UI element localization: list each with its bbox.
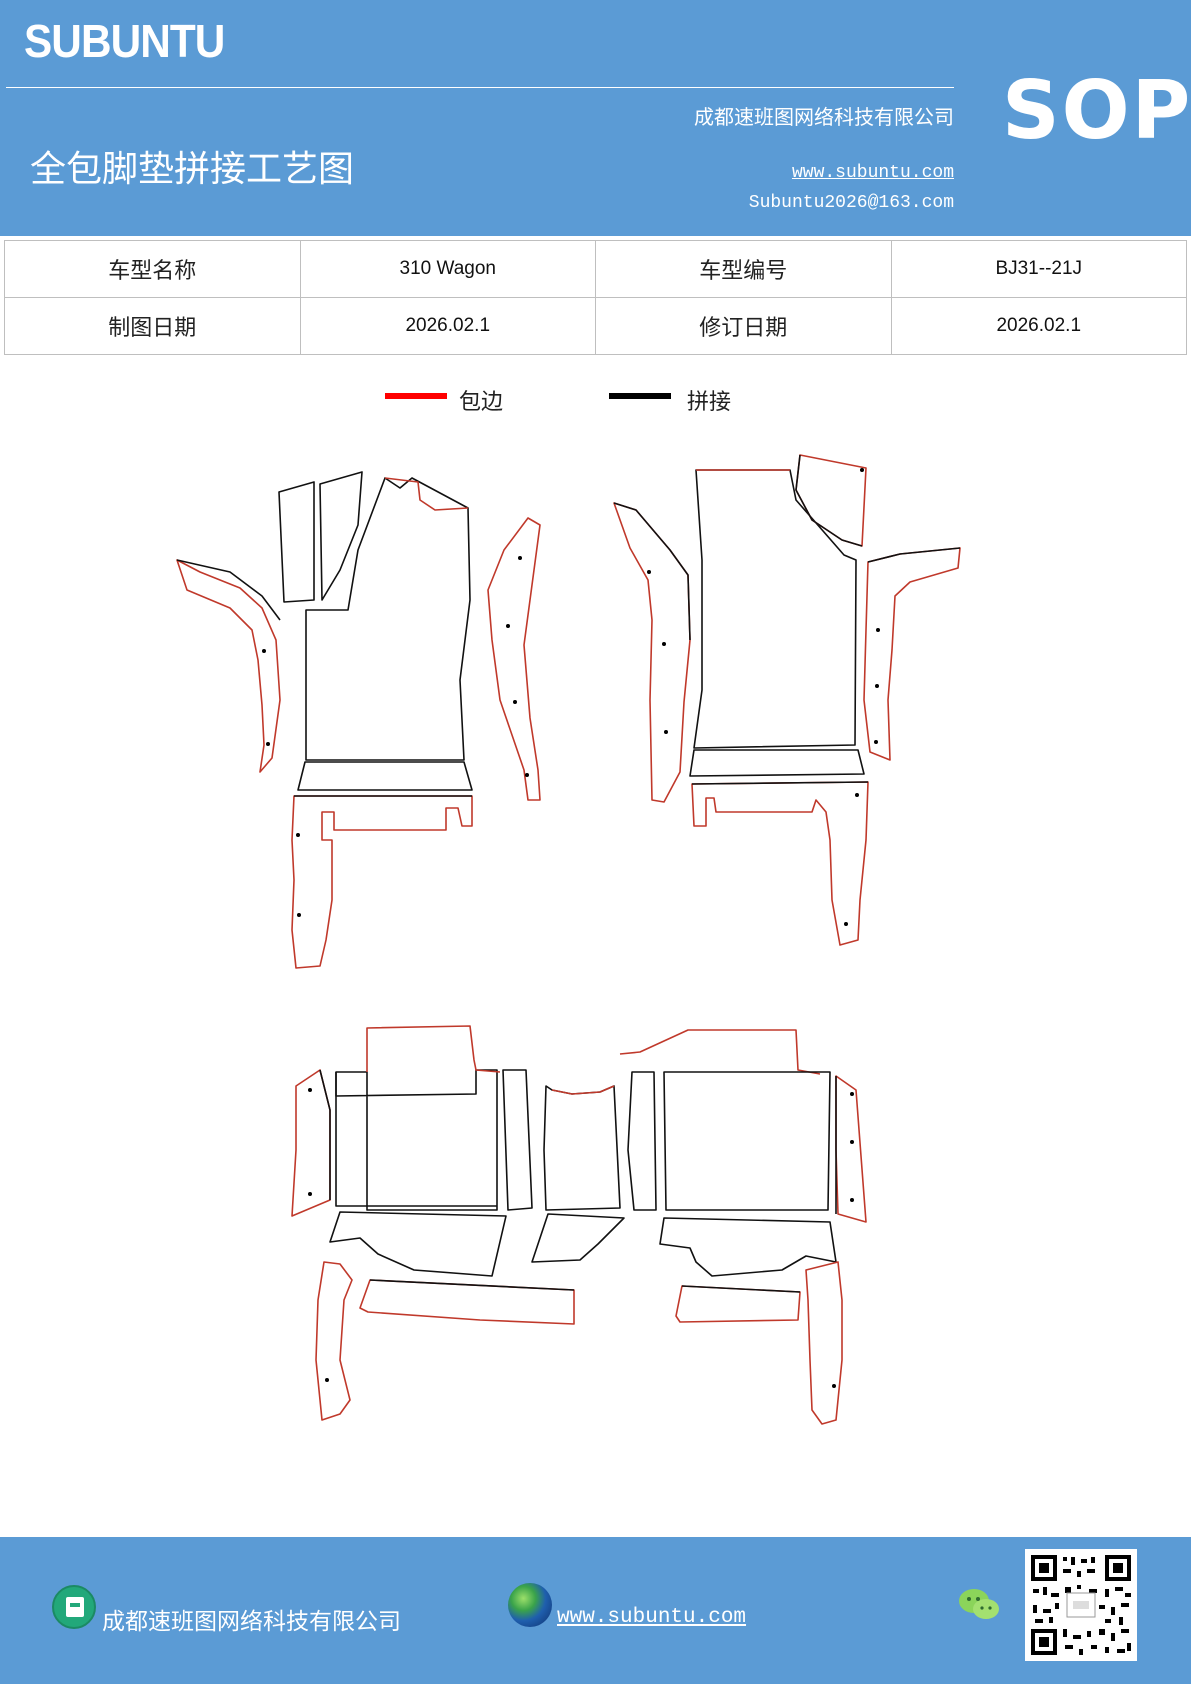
mark-dot bbox=[855, 793, 859, 797]
header-divider bbox=[6, 87, 954, 88]
mark-dot bbox=[874, 740, 878, 744]
rear-right-narrow-strip bbox=[627, 1071, 657, 1211]
mark-dot bbox=[647, 570, 651, 574]
wechat-icon[interactable] bbox=[957, 1585, 1001, 1625]
mark-dot bbox=[506, 624, 510, 628]
passenger-side-strip bbox=[863, 547, 961, 761]
document-title: 全包脚垫拼接工艺图 bbox=[30, 149, 355, 190]
table-row: 制图日期 2026.02.1 修订日期 2026.02.1 bbox=[4, 297, 1187, 355]
table-row: 车型名称 310 Wagon 车型编号 BJ31--21J bbox=[4, 240, 1187, 298]
mark-dot bbox=[262, 649, 266, 653]
draw-date-label: 制图日期 bbox=[4, 297, 301, 355]
rear-left-bottom-long-join bbox=[369, 1279, 575, 1291]
passenger-rear-strip-join bbox=[691, 781, 869, 785]
rear-center-mat-top bbox=[551, 1085, 615, 1095]
right-side-strip-left bbox=[613, 502, 691, 803]
edge-legend-swatch bbox=[385, 393, 447, 399]
driver-rear-strip bbox=[291, 795, 473, 969]
passenger-side-strip-join bbox=[867, 547, 961, 563]
revise-date-label: 修订日期 bbox=[595, 297, 892, 355]
mark-dot bbox=[850, 1092, 854, 1096]
rear-right-footrest bbox=[659, 1217, 837, 1277]
passenger-main-mat bbox=[693, 469, 857, 749]
website-link[interactable]: www.subuntu.com bbox=[791, 163, 954, 183]
globe-icon bbox=[508, 1583, 552, 1627]
qr-code bbox=[1025, 1549, 1137, 1661]
mark-dot bbox=[844, 922, 848, 926]
join-legend-swatch bbox=[609, 393, 671, 399]
mark-dot bbox=[266, 742, 270, 746]
driver-side-strip bbox=[487, 517, 541, 801]
left-side-strip-join bbox=[176, 559, 281, 621]
rear-left-footrest bbox=[329, 1211, 507, 1277]
mark-dot bbox=[875, 684, 879, 688]
sop-badge: SOP bbox=[1002, 64, 1191, 157]
rear-mat-group bbox=[291, 1025, 867, 1425]
rear-right-bottom-long-join bbox=[681, 1285, 801, 1293]
rear-center-mat bbox=[543, 1085, 621, 1211]
mark-dot bbox=[876, 628, 880, 632]
rear-left-narrow-strip bbox=[502, 1069, 533, 1211]
front-left-mat-group bbox=[176, 471, 541, 969]
passenger-rear-strip bbox=[691, 781, 869, 946]
mark-dot bbox=[296, 833, 300, 837]
mark-dot bbox=[832, 1384, 836, 1388]
building-icon bbox=[52, 1585, 96, 1629]
footer-company-name: 成都速班图网络科技有限公司 bbox=[102, 1609, 401, 1635]
mark-dot bbox=[664, 730, 668, 734]
vehicle-info-table: 车型名称 310 Wagon 车型编号 BJ31--21J 制图日期 2026.… bbox=[4, 240, 1187, 355]
pillar-piece-2 bbox=[319, 471, 363, 601]
rear-center-footrest bbox=[531, 1213, 625, 1263]
mark-dot bbox=[325, 1378, 329, 1382]
rear-left-main-mat-top bbox=[366, 1025, 501, 1073]
page-footer: 成都速班图网络科技有限公司 www.subuntu.com bbox=[0, 1537, 1191, 1684]
model-name-value: 310 Wagon bbox=[299, 240, 596, 298]
driver-footrest-strip bbox=[297, 761, 473, 791]
join-legend-label: 拼接 bbox=[687, 390, 732, 415]
brand-logo: SUBUNTU bbox=[24, 15, 225, 67]
rear-right-main-mat bbox=[663, 1071, 831, 1211]
model-name-label: 车型名称 bbox=[4, 240, 301, 298]
mark-dot bbox=[518, 556, 522, 560]
page-header: SUBUNTU 成都速班图网络科技有限公司 全包脚垫拼接工艺图 www.subu… bbox=[0, 0, 1191, 236]
rear-left-bottom-long bbox=[359, 1279, 575, 1325]
legend: 包边 拼接 bbox=[0, 388, 1191, 428]
rear-right-main-mat-top bbox=[619, 1029, 821, 1075]
mark-dot bbox=[850, 1198, 854, 1202]
passenger-corner-join bbox=[795, 454, 863, 547]
pillar-piece-1 bbox=[278, 481, 315, 603]
model-code-value: BJ31--21J bbox=[890, 240, 1187, 298]
driver-main-mat-top-edge bbox=[384, 477, 469, 511]
front-right-mat-group bbox=[613, 454, 961, 946]
rear-left-side-join bbox=[319, 1069, 331, 1200]
right-side-strip-left-join bbox=[613, 502, 691, 641]
floor-mat-diagram bbox=[176, 454, 961, 1425]
mark-dot bbox=[513, 700, 517, 704]
company-name: 成都速班图网络科技有限公司 bbox=[694, 105, 954, 129]
rear-right-bottom-strip bbox=[805, 1261, 843, 1425]
mark-dot bbox=[308, 1192, 312, 1196]
mark-dot bbox=[297, 913, 301, 917]
mark-dot bbox=[850, 1140, 854, 1144]
mark-dot bbox=[525, 773, 529, 777]
mark-dot bbox=[860, 468, 864, 472]
email-address: Subuntu2026@163.com bbox=[748, 193, 954, 213]
rear-left-bottom-strip bbox=[315, 1261, 353, 1421]
footer-website-link[interactable]: www.subuntu.com bbox=[557, 1606, 747, 1629]
passenger-footrest-strip bbox=[689, 749, 865, 777]
model-code-label: 车型编号 bbox=[595, 240, 892, 298]
draw-date-value: 2026.02.1 bbox=[299, 297, 596, 355]
revise-date-value: 2026.02.1 bbox=[890, 297, 1187, 355]
rear-left-main-mat bbox=[335, 1069, 498, 1211]
mark-dot bbox=[662, 642, 666, 646]
edge-legend-label: 包边 bbox=[459, 390, 504, 415]
mark-dot bbox=[308, 1088, 312, 1092]
rear-left-main-mat-outline bbox=[335, 1072, 497, 1207]
left-side-strip bbox=[176, 559, 281, 773]
driver-main-mat bbox=[305, 477, 471, 761]
